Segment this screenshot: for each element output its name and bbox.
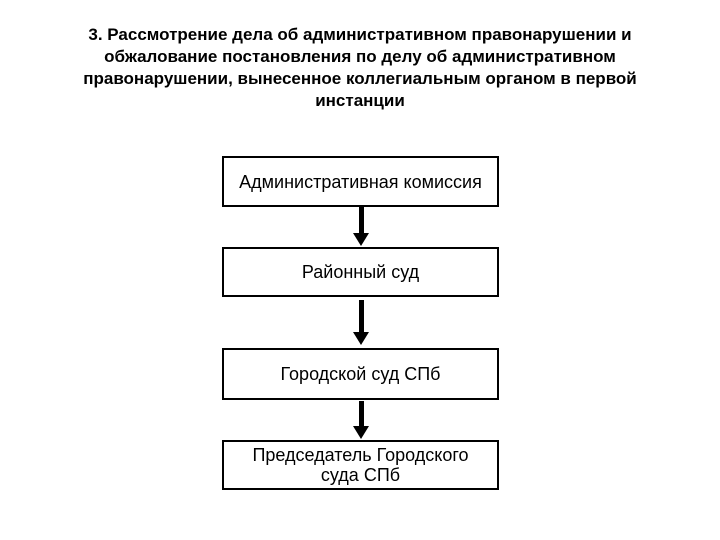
slide-title-line: инстанции — [315, 91, 405, 110]
flow-node-district-court: Районный суд — [222, 247, 499, 297]
slide-title-line: 3. Рассмотрение дела об административном… — [88, 25, 632, 44]
arrow-head — [353, 233, 369, 246]
flow-node-label: Городской суд СПб — [280, 364, 441, 384]
flow-node-label: Административная комиссия — [239, 171, 482, 192]
arrow-head — [353, 426, 369, 439]
arrow-stem — [358, 207, 364, 233]
down-arrow-icon — [353, 401, 369, 439]
flow-node-label: Районный суд — [301, 262, 420, 282]
arrow-stem — [358, 300, 364, 332]
slide-title: 3. Рассмотрение дела об административном… — [0, 24, 720, 112]
flow-node-administrative-commission: Административная комиссия — [222, 156, 499, 207]
arrow-stem — [358, 401, 364, 426]
flow-node-label: Председатель Городского суда СПб — [252, 445, 469, 485]
flow-node-city-court-chairman: Председатель Городского суда СПб — [222, 440, 499, 490]
slide-title-line: обжалование постановления по делу об адм… — [104, 47, 616, 66]
arrow-head — [353, 332, 369, 345]
down-arrow-icon — [353, 300, 369, 345]
flow-node-city-court: Городской суд СПб — [222, 348, 499, 400]
down-arrow-icon — [353, 207, 369, 246]
slide-title-line: правонарушении, вынесенное коллегиальным… — [83, 69, 637, 88]
